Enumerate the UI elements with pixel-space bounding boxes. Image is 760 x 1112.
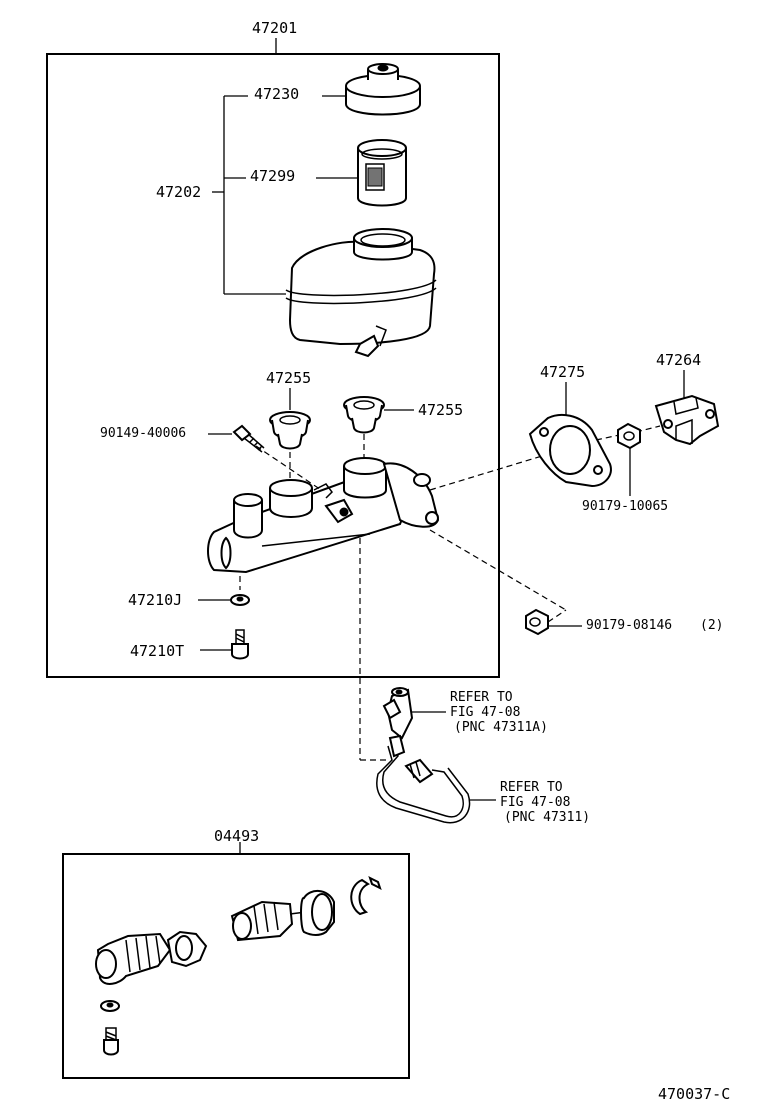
mount-nut-quantity: (2) — [700, 618, 724, 633]
assembly-frame — [46, 53, 500, 678]
cap-part-number: 47230 — [254, 85, 300, 103]
mount-nut — [525, 608, 549, 636]
refer-note-2-line3: (PNC 47311) — [504, 810, 591, 825]
grommet-right — [343, 396, 385, 434]
bracket-nut-part-number: 90179-10065 — [582, 499, 669, 514]
plug-bolt — [231, 629, 249, 660]
refer-note-1-line3: (PNC 47311A) — [454, 720, 548, 735]
master-cylinder-body — [207, 457, 440, 574]
bracket — [654, 394, 720, 446]
grommet-left — [269, 411, 311, 450]
repair-kit-parts — [95, 876, 382, 1056]
gasket-part-number: 47275 — [540, 363, 586, 381]
kit-frame — [62, 853, 410, 1079]
strainer-part-number: 47299 — [250, 167, 296, 185]
tee-fitting — [382, 687, 446, 740]
refer-note-1-line2: FIG 47-08 — [450, 705, 521, 720]
plug-washer — [230, 594, 250, 606]
refer-note-2-line2: FIG 47-08 — [500, 795, 571, 810]
union-bolt — [232, 424, 265, 453]
grommet-right-part-number: 47255 — [418, 401, 464, 419]
brake-fluid-reservoir — [285, 228, 437, 358]
plug-bolt-part-number: 47210T — [130, 642, 185, 660]
reservoir-group-bracket — [212, 95, 358, 295]
refer-note-1-line1: REFER TO — [450, 690, 513, 705]
assembly-part-number: 47201 — [252, 19, 298, 37]
reservoir-part-number: 47202 — [156, 183, 202, 201]
kit-part-number: 04493 — [214, 827, 260, 845]
grommet-left-part-number: 47255 — [266, 369, 312, 387]
brake-pipe — [376, 734, 496, 824]
mount-nut-part-number: 90179-08146 — [586, 618, 673, 633]
bracket-nut — [617, 422, 641, 450]
gasket — [528, 413, 612, 488]
reservoir-cap — [345, 63, 421, 116]
figure-code: 470037-C — [658, 1085, 731, 1103]
union-bolt-part-number: 90149-40006 — [100, 426, 187, 441]
bracket-part-number: 47264 — [656, 351, 702, 369]
refer-note-2-line1: REFER TO — [500, 780, 563, 795]
reservoir-strainer — [357, 139, 407, 207]
plug-washer-part-number: 47210J — [128, 591, 183, 609]
